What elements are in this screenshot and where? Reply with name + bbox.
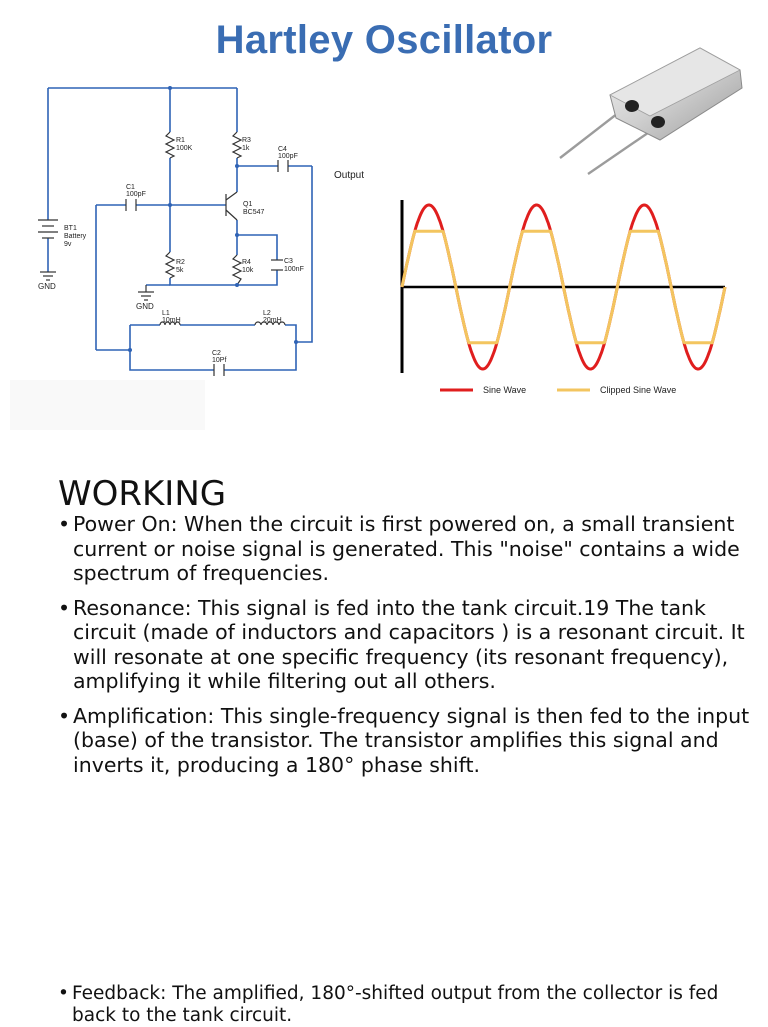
list-item: Resonance: This signal is fed into the t… [58,596,758,694]
l1-label: L1 [162,310,170,317]
r4-value: 10k [242,267,254,274]
output-label: Output [334,170,364,181]
legend-sine-label: Sine Wave [483,385,526,395]
r4-label: R4 [242,259,251,266]
crystal-oscillator-image [559,47,743,175]
list-item: Amplification: This single-frequency sig… [58,704,758,778]
list-item-feedback: Feedback: The amplified, 180°-shifted ou… [58,983,758,1027]
r2-value: 5k [176,267,184,274]
gnd-label-battery: GND [38,282,56,291]
r1-value: 100K [176,145,193,152]
r1-label: R1 [176,137,185,144]
c1-value: 100pF [126,191,146,198]
c1-label: C1 [126,184,135,191]
r2-label: R2 [176,259,185,266]
c3-label: C3 [284,258,293,265]
waveform-plot: Sine Wave Clipped Sine Wave [400,200,727,395]
l2-label: L2 [263,310,271,317]
c2-label: C2 [212,350,221,357]
l2-value: 20mH [263,317,282,324]
c2-value: 10Pf [212,357,226,364]
r3-label: R3 [242,137,251,144]
bt1-label: BT1 [64,225,77,232]
clipped-sine-wave-line [400,229,727,345]
c4-label: C4 [278,146,287,153]
r3-value: 1k [242,145,250,152]
circuit-diagram: R1 100K R3 1k C4 100pF Output C1 100pF Q… [38,86,364,376]
c4-value: 100pF [278,153,298,160]
bt1-desc: Battery [64,233,87,240]
q1-label: Q1 [243,201,252,208]
gnd-label-bias: GND [136,302,154,311]
legend-clipped-label: Clipped Sine Wave [600,385,676,395]
l1-value: 10mH [162,317,181,324]
bt1-value: 9v [64,241,72,248]
c3-value: 100nF [284,266,304,273]
list-item: Power On: When the circuit is first powe… [58,512,758,586]
page-title: Hartley Oscillator [215,18,553,62]
q1-value: BC547 [243,209,265,216]
bullet-list: Power On: When the circuit is first powe… [58,512,758,787]
section-heading: WORKING [58,474,227,514]
blank-area [10,380,205,430]
